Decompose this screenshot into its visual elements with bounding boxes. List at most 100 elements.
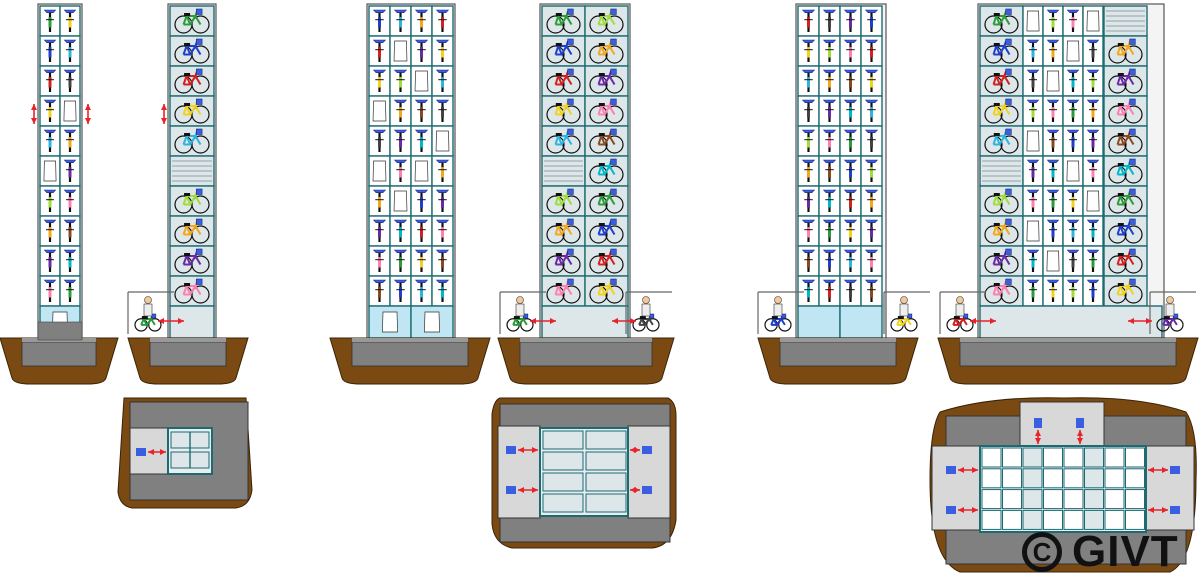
lift-arrow [161, 104, 167, 124]
plan-cell [1063, 509, 1084, 530]
hanging-bike [843, 189, 858, 212]
user-bike [134, 313, 162, 332]
hanging-bike [822, 69, 837, 92]
empty-hanger [1026, 220, 1040, 242]
hanging-bike [822, 39, 837, 62]
bike [546, 68, 581, 94]
hanging-bike [1086, 39, 1100, 62]
hanging-bike [393, 249, 408, 272]
bike [984, 128, 1019, 154]
transfer-arrow [630, 487, 640, 493]
plan-bike [1170, 506, 1180, 514]
hanging-bike [393, 159, 408, 182]
hanging-bike [1046, 279, 1060, 302]
hanging-bike [1026, 99, 1040, 122]
hanging-bike [372, 189, 387, 212]
transfer-arrow [148, 449, 166, 455]
hanging-bike [393, 129, 408, 152]
empty-hanger [424, 311, 440, 333]
user-bike [506, 313, 534, 332]
plan-cell [981, 468, 1002, 489]
entry-tray [169, 305, 215, 339]
hanging-bike [864, 99, 879, 122]
bike [589, 248, 624, 274]
plan-entry-pad [931, 445, 981, 531]
hanging-bike [1086, 249, 1100, 272]
hanging-bike [435, 9, 450, 32]
empty-hanger [393, 190, 408, 212]
plan-cell [1022, 468, 1043, 489]
hanging-bike [1046, 9, 1060, 32]
user-bike [1156, 313, 1184, 332]
system-quad [757, 3, 1199, 573]
empty-hanger [372, 160, 387, 182]
bike [589, 128, 624, 154]
hanging-bike [1046, 129, 1060, 152]
hanging-bike [1086, 129, 1100, 152]
plan-cell [1002, 468, 1022, 489]
bike [1108, 68, 1143, 94]
bike [984, 68, 1019, 94]
transfer-arrow [970, 318, 996, 324]
transfer-arrow [958, 467, 978, 473]
hanging-bike [435, 249, 450, 272]
entrance-user [625, 291, 672, 334]
plan-cell [1063, 447, 1084, 468]
user-bike [890, 313, 918, 332]
hanging-bike [1066, 249, 1080, 272]
hanging-bike [372, 69, 387, 92]
empty-hanger [1086, 190, 1100, 212]
person-head [642, 296, 650, 304]
user-bike [946, 313, 974, 332]
empty-hanger [63, 100, 77, 122]
plan-entry-pad [627, 425, 671, 519]
plan-cell [1125, 489, 1145, 510]
hanging-bike [801, 99, 816, 122]
bike [984, 98, 1019, 124]
bike [589, 278, 624, 304]
plan-cell [1063, 489, 1084, 510]
bike [546, 278, 581, 304]
empty-hanger [1086, 10, 1100, 32]
copyright-icon: C [1022, 532, 1062, 572]
bike [589, 218, 624, 244]
bike [174, 68, 210, 94]
basin-c [329, 337, 491, 385]
empty-hanger [414, 70, 429, 92]
hanging-bike [1066, 279, 1080, 302]
bike [174, 188, 210, 214]
hanging-bike [414, 189, 429, 212]
plan-cell [981, 489, 1002, 510]
plan-cell [981, 447, 1002, 468]
hanging-bike [843, 69, 858, 92]
hanging-bike [1066, 69, 1080, 92]
hanging-bike [1026, 189, 1040, 212]
copyright-mark: C GIVT [1022, 530, 1179, 574]
plan-cell [585, 493, 627, 513]
hanging-bike [843, 39, 858, 62]
bike [174, 8, 210, 34]
bike [546, 218, 581, 244]
empty-hanger [43, 160, 57, 182]
person-body [955, 303, 965, 317]
hanging-bike [822, 249, 837, 272]
transfer-arrow [612, 318, 636, 324]
hanging-bike [435, 279, 450, 302]
hanging-bike [372, 9, 387, 32]
hanging-bike [1046, 219, 1060, 242]
bike [984, 278, 1019, 304]
transfer-arrow [530, 318, 556, 324]
hanging-bike [864, 219, 879, 242]
hanging-bike [414, 279, 429, 302]
empty-hanger [1026, 130, 1040, 152]
hanging-bike [1086, 99, 1100, 122]
plan-cell [1104, 509, 1125, 530]
hanging-bike [414, 39, 429, 62]
bike [589, 188, 624, 214]
hanging-bike [63, 219, 77, 242]
hanging-bike [435, 69, 450, 92]
transfer-arrow [158, 318, 184, 324]
plan-cell [542, 430, 584, 450]
empty-hanger [382, 311, 398, 333]
bike [1108, 218, 1143, 244]
